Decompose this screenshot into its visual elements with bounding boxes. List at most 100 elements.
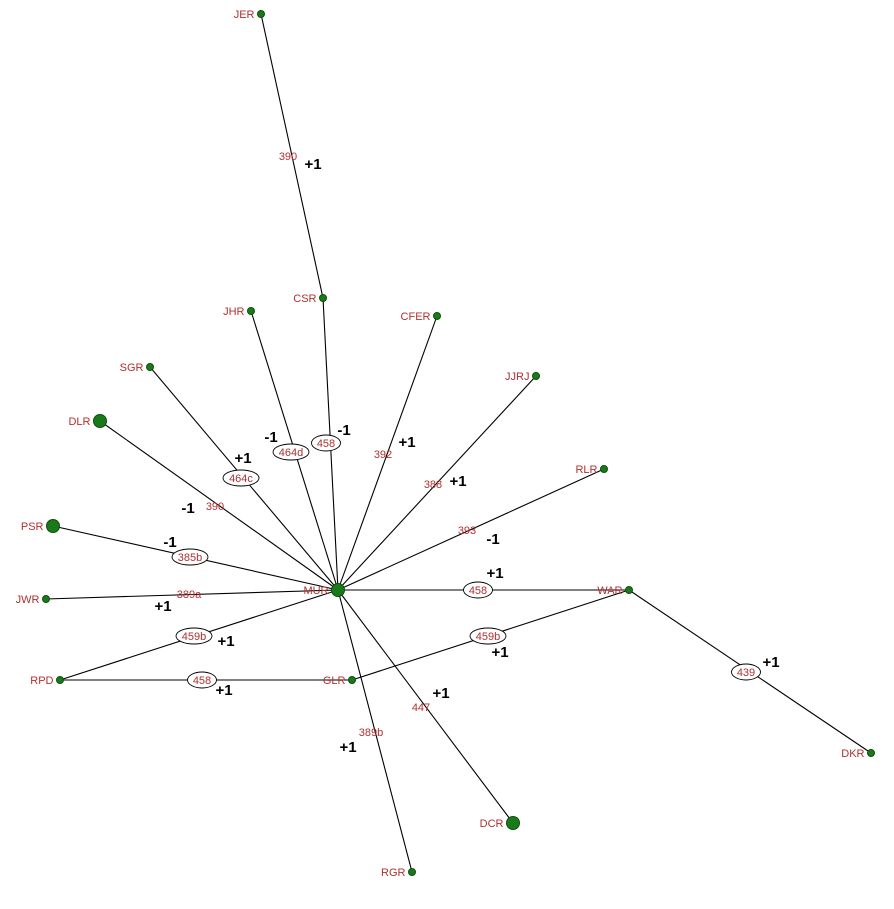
node-cfer[interactable]: CFER (401, 311, 441, 323)
edge-label: 447 (412, 702, 430, 714)
edge-line (337, 589, 514, 824)
node-dot[interactable] (146, 363, 154, 371)
node-csr[interactable]: CSR (293, 293, 327, 305)
node-rgr[interactable]: RGR (381, 867, 416, 879)
edge-label-ellipse (175, 627, 213, 645)
node-dcr[interactable]: DCR (480, 816, 520, 831)
edge-mur-war[interactable]: 458+1 (338, 565, 629, 599)
edge-sign: -1 (337, 422, 350, 439)
node-dot[interactable] (408, 868, 416, 876)
edge-sign: +1 (486, 565, 503, 582)
edge-dlr-mur[interactable]: 390-1 (99, 420, 339, 591)
edge-mur-cfer[interactable]: 392+1 (337, 315, 438, 591)
edge-sign: +1 (449, 473, 466, 490)
node-glr[interactable]: GLR (323, 675, 356, 687)
edge-label-ellipse (187, 671, 217, 689)
edge-label-ellipse (469, 627, 507, 645)
edge-rpd-glr[interactable]: 458 +1 (60, 671, 352, 699)
edge-mur-rgr[interactable]: 389b+1 (337, 589, 413, 873)
edge-label: 464c (229, 473, 253, 485)
node-label: WAR (597, 585, 622, 597)
node-dot[interactable] (319, 294, 327, 302)
node-label: JHR (223, 306, 244, 318)
edge-label-ellipse (311, 434, 341, 452)
edge-mur-dcr[interactable]: 447+1 (337, 589, 514, 824)
node-rpd[interactable]: RPD (30, 675, 64, 687)
node-sgr[interactable]: SGR (120, 362, 154, 374)
node-dot[interactable] (867, 749, 875, 757)
edge-label: 390 (279, 151, 297, 163)
edge-line (337, 375, 537, 591)
node-label: PSR (21, 521, 44, 533)
node-dot[interactable] (56, 676, 64, 684)
node-dkr[interactable]: DKR (841, 748, 875, 760)
edge-line (337, 315, 438, 591)
edge-line (337, 589, 413, 873)
node-mur[interactable]: MUR (303, 583, 345, 598)
node-label: JWR (16, 594, 40, 606)
edge-sign: +1 (339, 739, 356, 756)
node-dot[interactable] (506, 816, 520, 830)
node-war[interactable]: WAR (597, 585, 633, 597)
edge-psr-mur[interactable]: 385b-1 (52, 525, 339, 591)
edge-jer-csr[interactable]: 390+1 (260, 13, 324, 299)
edge-glr-war[interactable]: 459b+1 (351, 589, 630, 681)
edge-sign: +1 (217, 633, 234, 650)
node-label: RLR (575, 464, 597, 476)
node-label: DKR (841, 748, 864, 760)
node-dot[interactable] (625, 586, 633, 594)
node-dot[interactable] (46, 519, 60, 533)
node-label: RGR (381, 867, 406, 879)
edge-label: 458 (317, 438, 335, 450)
node-dot[interactable] (257, 10, 265, 18)
edge-label: 464d (279, 447, 303, 459)
node-dot[interactable] (93, 414, 107, 428)
edge-label-ellipse (272, 443, 310, 461)
edge-jwr-mur[interactable]: 389a+1 (45, 589, 339, 615)
node-dlr[interactable]: DLR (68, 414, 107, 429)
edge-sign: -1 (181, 500, 194, 517)
edge-label: 389b (359, 727, 383, 739)
node-dot[interactable] (247, 307, 255, 315)
node-dot[interactable] (331, 583, 345, 597)
edge-label: 392 (374, 449, 392, 461)
edge-label-ellipse (463, 581, 493, 599)
edge-war-dkr[interactable]: 439+1 (628, 589, 872, 754)
edge-jhr-mur[interactable]: 464d-1 (250, 310, 339, 591)
edge-line (260, 13, 324, 299)
edge-sign: -1 (163, 534, 176, 551)
node-label: DLR (68, 416, 90, 428)
edge-label: 385b (178, 552, 202, 564)
edge-sign: +1 (215, 682, 232, 699)
node-dot[interactable] (532, 372, 540, 380)
node-jer[interactable]: JER (234, 9, 265, 21)
node-dot[interactable] (348, 676, 356, 684)
edge-mur-rlr[interactable]: 393-1 (337, 468, 605, 591)
edge-rpd-mur[interactable]: 459b+1 (59, 589, 339, 681)
node-label: GLR (323, 675, 346, 687)
edge-line (45, 589, 339, 600)
edge-sgr-mur[interactable]: 464c +1 (149, 366, 339, 591)
node-label: MUR (303, 585, 328, 597)
edges-layer: 390+1458-1464d-1464c+1390-1385b-1389a+14… (45, 13, 872, 873)
node-psr[interactable]: PSR (21, 519, 60, 534)
node-dot[interactable] (42, 595, 50, 603)
edge-sign: +1 (154, 598, 171, 615)
node-dot[interactable] (433, 312, 441, 320)
node-label: DCR (480, 818, 504, 830)
edge-label: 458 (469, 585, 487, 597)
edge-mur-jjrj[interactable]: 388+1 (337, 375, 537, 591)
edge-sign: +1 (234, 450, 251, 467)
edge-sign: +1 (432, 685, 449, 702)
node-jjrj[interactable]: JJRJ (505, 371, 540, 383)
node-jwr[interactable]: JWR (16, 594, 50, 606)
node-dot[interactable] (600, 465, 608, 473)
edge-label: 459b (476, 631, 500, 643)
edge-csr-mur[interactable]: 458-1 (311, 297, 351, 591)
node-label: SGR (120, 362, 144, 374)
node-jhr[interactable]: JHR (223, 306, 255, 318)
edge-label: 458 (193, 675, 211, 687)
node-rlr[interactable]: RLR (575, 464, 608, 476)
edge-label: 393 (458, 525, 476, 537)
